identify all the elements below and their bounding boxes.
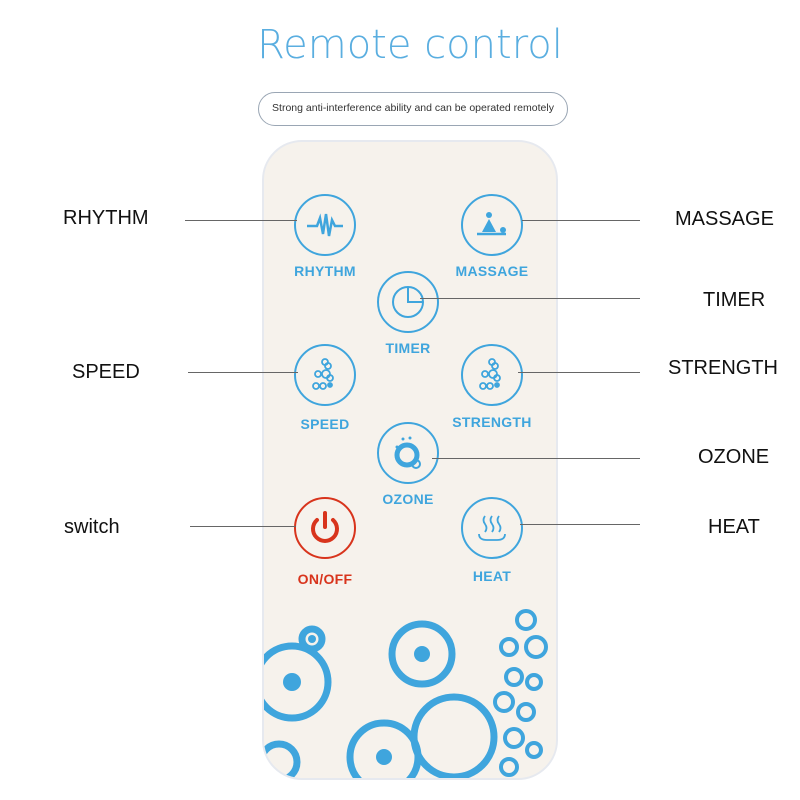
power-button[interactable] <box>294 497 356 559</box>
bubbles-icon <box>312 358 334 390</box>
leader-line <box>185 220 297 221</box>
ozone-button[interactable] <box>377 422 439 484</box>
leader-line <box>188 372 298 373</box>
onoff-label: ON/OFF <box>297 571 353 587</box>
heat-icon <box>478 515 506 541</box>
callout-ozone: OZONE <box>698 446 770 468</box>
bubble-decoration <box>264 609 548 778</box>
heat-label: HEAT <box>472 568 512 584</box>
bubbles-icon <box>479 358 501 390</box>
clock-icon <box>392 286 424 318</box>
speed-label: SPEED <box>300 416 350 432</box>
massage-button[interactable] <box>461 194 523 256</box>
speed-button[interactable] <box>294 344 356 406</box>
callout-switch: switch <box>64 516 120 538</box>
callout-rhythm: RHYTHM <box>63 207 149 229</box>
subtitle-pill: Strong anti-interference ability and can… <box>258 92 568 126</box>
callout-massage: MASSAGE <box>675 208 774 230</box>
strength-button[interactable] <box>461 344 523 406</box>
callout-heat: HEAT <box>708 516 760 538</box>
leader-line <box>522 220 640 221</box>
ozone-label: OZONE <box>382 491 434 507</box>
pulse-wave-icon <box>307 213 343 237</box>
rhythm-label: RHYTHM <box>294 263 356 279</box>
callout-timer: TIMER <box>703 289 766 311</box>
callout-speed: SPEED <box>72 361 140 383</box>
leader-line <box>432 458 640 459</box>
strength-label: STRENGTH <box>452 414 532 430</box>
leader-line <box>190 526 296 527</box>
leader-line <box>420 298 640 299</box>
ozone-icon <box>394 436 421 469</box>
heat-button[interactable] <box>461 497 523 559</box>
timer-label: TIMER <box>385 340 431 356</box>
leader-line <box>520 524 640 525</box>
massage-person-icon <box>477 212 506 236</box>
massage-label: MASSAGE <box>455 263 529 279</box>
rhythm-button[interactable] <box>294 194 356 256</box>
timer-button[interactable] <box>377 271 439 333</box>
leader-line <box>518 372 640 373</box>
callout-strength: STRENGTH <box>668 357 778 379</box>
page-title: Remote control <box>257 22 563 68</box>
power-icon <box>311 511 339 543</box>
